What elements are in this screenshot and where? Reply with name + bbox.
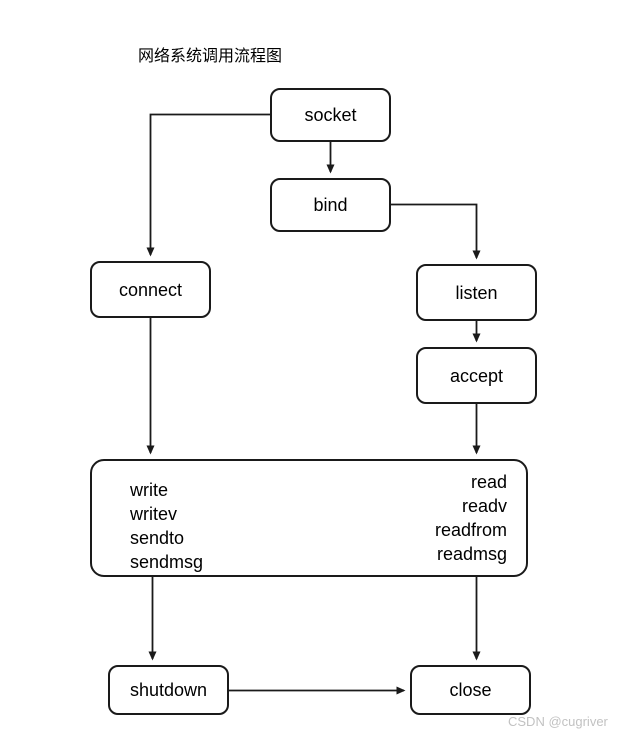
io-send-call: writev (130, 504, 178, 524)
node-bind[interactable]: bind (270, 178, 391, 232)
node-listen[interactable]: listen (416, 264, 537, 321)
node-close[interactable]: close (410, 665, 531, 715)
io-send-call: write (130, 480, 169, 500)
node-shutdown-label: shutdown (129, 680, 208, 700)
node-bind-label: bind (313, 195, 348, 215)
io-recv-call: readfrom (434, 520, 507, 540)
page-title: 网络系统调用流程图 (138, 48, 283, 65)
node-connect-label: connect (118, 279, 183, 300)
node-shutdown[interactable]: shutdown (108, 665, 229, 715)
io-send-call: sendmsg (130, 552, 204, 572)
io-recv-call: readv (461, 496, 507, 516)
edge-bind-to-listen (391, 203, 481, 260)
node-accept[interactable]: accept (416, 347, 537, 404)
io-send-call-list: write writev sendto sendmsg (130, 478, 203, 574)
io-recv-call: readmsg (436, 544, 507, 564)
edge-socket-to-connect (146, 113, 270, 257)
io-recv-call: read (470, 472, 507, 492)
node-listen-label: listen (455, 282, 498, 303)
node-connect[interactable]: connect (90, 261, 211, 318)
node-io-calls[interactable]: write writev sendto sendmsg read readv r… (90, 459, 528, 577)
watermark: CSDN @cugriver (508, 714, 608, 729)
io-recv-call-list: read readv readfrom readmsg (435, 470, 507, 566)
node-close-label: close (449, 680, 492, 700)
io-send-call: sendto (130, 528, 185, 548)
node-accept-label: accept (449, 365, 504, 386)
node-socket-label: socket (304, 105, 357, 125)
node-socket[interactable]: socket (270, 88, 391, 142)
